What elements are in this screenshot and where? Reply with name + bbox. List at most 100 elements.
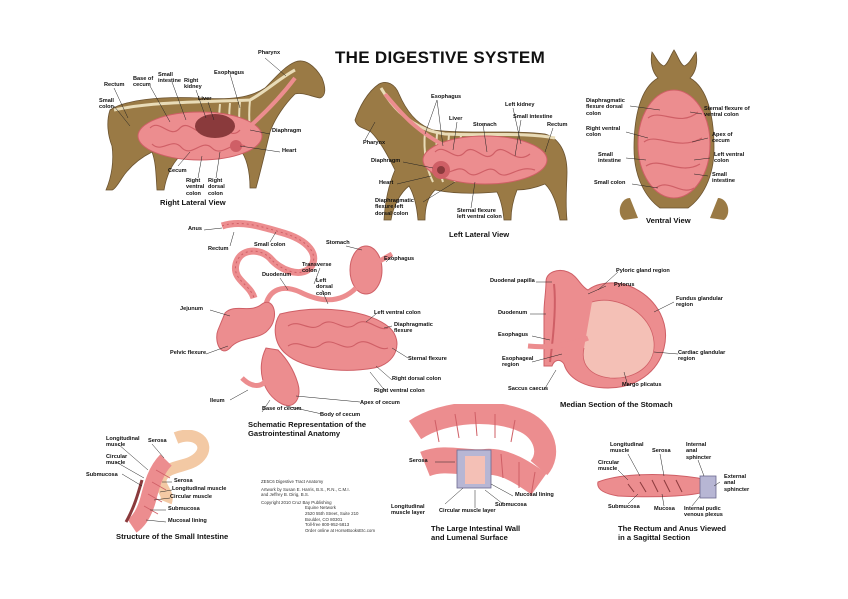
label-base-of-cecum: Base of cecum bbox=[262, 406, 302, 412]
label-circular-muscle-layer: Circular muscle layer bbox=[439, 508, 496, 514]
label-ileum: Ileum bbox=[210, 398, 225, 404]
label-diaphragm: Diaphragm bbox=[371, 158, 401, 164]
label-liver: Liver bbox=[449, 116, 463, 122]
label-right-ventral-colon: Right ventral colon bbox=[586, 126, 621, 139]
label-base-of-cecum: Base of cecum bbox=[133, 76, 154, 89]
label-submucosa: Submucosa bbox=[608, 504, 640, 510]
credit-line: 2520 55th Street, Suite 210 bbox=[305, 510, 359, 516]
left-lateral-horse-illustration bbox=[354, 82, 568, 221]
label-submucosa-left: Submucosa bbox=[86, 472, 118, 478]
left-lateral-caption: Left Lateral View bbox=[449, 230, 510, 239]
right-lateral-view-panel: Pharynx Esophagus Rectum Base of cecum S… bbox=[90, 48, 335, 213]
label-small-intestine-right: Small intestine bbox=[712, 172, 736, 185]
label-longitudinal-muscle: Longitudinal muscle bbox=[106, 436, 140, 449]
label-internal-pudic-venous-plexus: Internal pudic venous plexus bbox=[684, 506, 723, 519]
credit-line: Artwork by Susan E. Harris, B.S., R.N., … bbox=[261, 486, 350, 492]
label-longitudinal-muscle: Longitudinal muscle bbox=[610, 442, 644, 455]
stomach-section-illustration bbox=[527, 269, 679, 391]
label-pharynx: Pharynx bbox=[258, 50, 281, 56]
label-saccus-caecus: Saccus caecus bbox=[508, 386, 549, 392]
label-right-dorsal-colon: Right dorsal colon bbox=[392, 376, 442, 382]
label-submucosa: Submucosa bbox=[168, 506, 200, 512]
schematic-panel: Anus Rectum Small colon Stomach Esophagu… bbox=[170, 218, 470, 440]
label-right-kidney: Right kidney bbox=[184, 78, 202, 91]
label-pelvic-flexure: Pelvic flexure bbox=[170, 350, 207, 356]
label-apex-of-cecum: Apex of cecum bbox=[360, 400, 400, 406]
label-cecum: Cecum bbox=[168, 168, 187, 174]
label-serosa: Serosa bbox=[174, 478, 193, 484]
ventral-horse-illustration bbox=[619, 49, 729, 220]
label-circular-muscle: Circular muscle bbox=[170, 494, 212, 500]
page-title: THE DIGESTIVE SYSTEM bbox=[335, 48, 546, 67]
label-esophagus: Esophagus bbox=[431, 94, 462, 100]
credits-block: ZE5C6 Digestive Tract Anatomy Artwork by… bbox=[261, 479, 391, 533]
label-stomach: Stomach bbox=[326, 240, 350, 246]
small-intestine-illustration bbox=[115, 430, 210, 533]
label-esophagus: Esophagus bbox=[384, 256, 415, 262]
label-small-colon: Small colon bbox=[99, 98, 114, 111]
right-lateral-caption: Right Lateral View bbox=[160, 198, 226, 207]
label-anus: Anus bbox=[188, 226, 202, 232]
label-rectum: Rectum bbox=[208, 246, 229, 252]
label-liver: Liver bbox=[198, 96, 212, 102]
left-lateral-view-panel: Esophagus Left kidney Pharynx Liver Stom… bbox=[345, 72, 585, 242]
stomach-section-panel: Duodenal papilla Pyloric gland region Py… bbox=[488, 262, 728, 412]
credit-line: Toll-free 800-952-5813 bbox=[305, 522, 350, 528]
large-intestine-panel: Serosa Mucosal lining Submucosa Longitud… bbox=[391, 404, 565, 544]
label-longitudinal-muscle-right: Longitudinal muscle bbox=[172, 486, 227, 492]
label-sternal-flexure: Sternal flexure left ventral colon bbox=[457, 208, 502, 221]
label-rectum: Rectum bbox=[104, 82, 125, 88]
label-esophageal-region: Esophageal region bbox=[502, 356, 534, 369]
label-rectum: Rectum bbox=[547, 122, 568, 128]
label-body-of-cecum: Body of cecum bbox=[320, 412, 361, 418]
label-diaphragmatic-flexure: Diaphragmatic flexure bbox=[394, 322, 433, 335]
label-mucosal-lining: Mucosal lining bbox=[515, 492, 554, 498]
label-circular-muscle: Circular muscle bbox=[598, 460, 620, 473]
rectum-caption: The Rectum and Anus Viewed in a Sagittal… bbox=[618, 524, 727, 542]
large-intestine-illustration bbox=[408, 404, 557, 508]
label-diaphragm: Diaphragm bbox=[272, 128, 302, 134]
label-left-dorsal-colon: Left dorsal colon bbox=[316, 278, 333, 297]
label-duodenum: Duodenum bbox=[262, 272, 292, 278]
label-right-ventral-colon: Right ventral colon bbox=[374, 388, 425, 394]
label-small-intestine: Small intestine bbox=[158, 72, 182, 85]
label-mucosa: Mucosa bbox=[654, 506, 675, 512]
schematic-gi-illustration bbox=[203, 220, 409, 415]
label-small-intestine: Small intestine bbox=[513, 114, 553, 120]
label-heart: Heart bbox=[282, 148, 297, 154]
label-mucosal-lining: Mucosal lining bbox=[168, 518, 207, 524]
credit-line: and Jeffrey B. Dirig, B.S. bbox=[261, 492, 309, 498]
credit-line: Boulder, CO 80301 bbox=[305, 516, 343, 522]
stomach-caption: Median Section of the Stomach bbox=[560, 400, 673, 409]
schematic-caption: Schematic Representation of the Gastroin… bbox=[248, 420, 367, 438]
small-intestine-caption: Structure of the Small Intestine bbox=[116, 532, 229, 541]
label-duodenum: Duodenum bbox=[498, 310, 528, 316]
label-longitudinal-muscle-layer: Longitudinal muscle layer bbox=[391, 504, 425, 517]
label-right-dorsal-colon: Right dorsal colon bbox=[208, 178, 225, 197]
label-serosa: Serosa bbox=[409, 458, 428, 464]
label-serosa: Serosa bbox=[652, 448, 671, 454]
label-submucosa: Submucosa bbox=[495, 502, 527, 508]
label-sternal-flexure: Sternal flexure bbox=[408, 356, 447, 362]
label-external-anal-sphincter: External anal sphincter bbox=[724, 474, 750, 493]
label-diaphragmatic-flexure: Diaphragmatic flexure left dorsal colon bbox=[375, 198, 414, 217]
label-diaphragmatic-flexure-dorsal: Diaphragmatic flexure dorsal colon bbox=[586, 98, 625, 117]
rectum-illustration bbox=[597, 453, 721, 507]
label-transverse-colon: Transverse colon bbox=[302, 262, 332, 275]
label-pharynx: Pharynx bbox=[363, 140, 386, 146]
label-apex-of-cecum: Apex of cecum bbox=[712, 132, 733, 145]
label-left-ventral-colon: Left ventral colon bbox=[714, 152, 745, 165]
large-intestine-caption: The Large Intestinal Wall and Lumenal Su… bbox=[431, 524, 521, 542]
rectum-panel: Longitudinal muscle Serosa Internal anal… bbox=[588, 436, 758, 546]
label-small-intestine-left: Small intestine bbox=[598, 152, 622, 165]
label-circular-muscle-left: Circular muscle bbox=[106, 454, 128, 467]
label-left-ventral-colon: Left ventral colon bbox=[374, 310, 421, 316]
label-esophagus: Esophagus bbox=[498, 332, 529, 338]
label-sternal-flexure-ventral: Sternal flexure of ventral colon bbox=[704, 106, 750, 119]
label-duodenal-papilla: Duodenal papilla bbox=[490, 278, 535, 284]
ventral-view-panel: Diaphragmatic flexure dorsal colon Stern… bbox=[586, 48, 760, 228]
right-lateral-horse-illustration bbox=[105, 57, 326, 191]
label-margo-plicatus: Margo plicatus bbox=[622, 382, 662, 388]
ventral-caption: Ventral View bbox=[646, 216, 691, 225]
label-small-colon: Small colon bbox=[254, 242, 286, 248]
